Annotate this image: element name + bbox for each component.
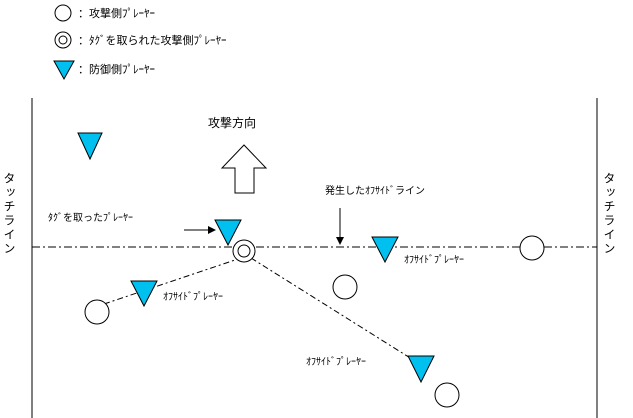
legend-tagged-attacker-label: ：ﾀｸﾞを取られた攻撃側ﾌﾟﾚｰﾔｰ	[78, 34, 227, 47]
movement-line-left	[103, 258, 239, 305]
tagged-attacker	[232, 239, 256, 263]
legend-defender-label: ：防御側ﾌﾟﾚｰﾔｰ	[78, 63, 155, 76]
defender-offside-bottom	[407, 355, 435, 384]
touchline-right-label: タッチライン	[602, 172, 616, 256]
attack-direction-arrow	[220, 144, 268, 194]
attack-direction-label: 攻撃方向	[208, 116, 257, 130]
offside-player-label-1: ｵﾌｻｲﾄﾞﾌﾟﾚｰﾔｰ	[404, 255, 464, 266]
offside-player-label-2: ｵﾌｻｲﾄﾞﾌﾟﾚｰﾔｰ	[163, 292, 223, 303]
defender-tag-taker	[214, 219, 242, 247]
offside-line-label: 発生したｵﾌｻｲﾄﾞライン	[325, 186, 425, 197]
tag-taker-pointer-arrow	[184, 226, 216, 234]
tag-taker-label: ﾀｸﾞを取ったﾌﾟﾚｰﾔｰ	[48, 213, 133, 224]
attacker-bottom-left	[84, 299, 110, 325]
attacker-right	[519, 235, 545, 261]
attacker-center	[332, 274, 358, 300]
defender-offside-left	[130, 280, 158, 308]
defender-center-right	[371, 236, 399, 264]
attacker-bottom	[434, 382, 460, 408]
legend-attacker-symbol	[54, 4, 72, 22]
legend-defender-symbol	[53, 60, 75, 81]
offside-player-label-3: ｵﾌｻｲﾄﾞﾌﾟﾚｰﾔｰ	[306, 357, 366, 368]
legend-tagged-attacker-symbol	[54, 31, 72, 49]
offside-line-pointer-arrow	[336, 208, 344, 245]
touchline-left-label: タッチライン	[2, 172, 16, 256]
movement-line-right	[250, 257, 424, 367]
legend-attacker-label: ：攻撃側ﾌﾟﾚｰﾔｰ	[78, 7, 155, 20]
defender-top-left	[77, 132, 103, 161]
